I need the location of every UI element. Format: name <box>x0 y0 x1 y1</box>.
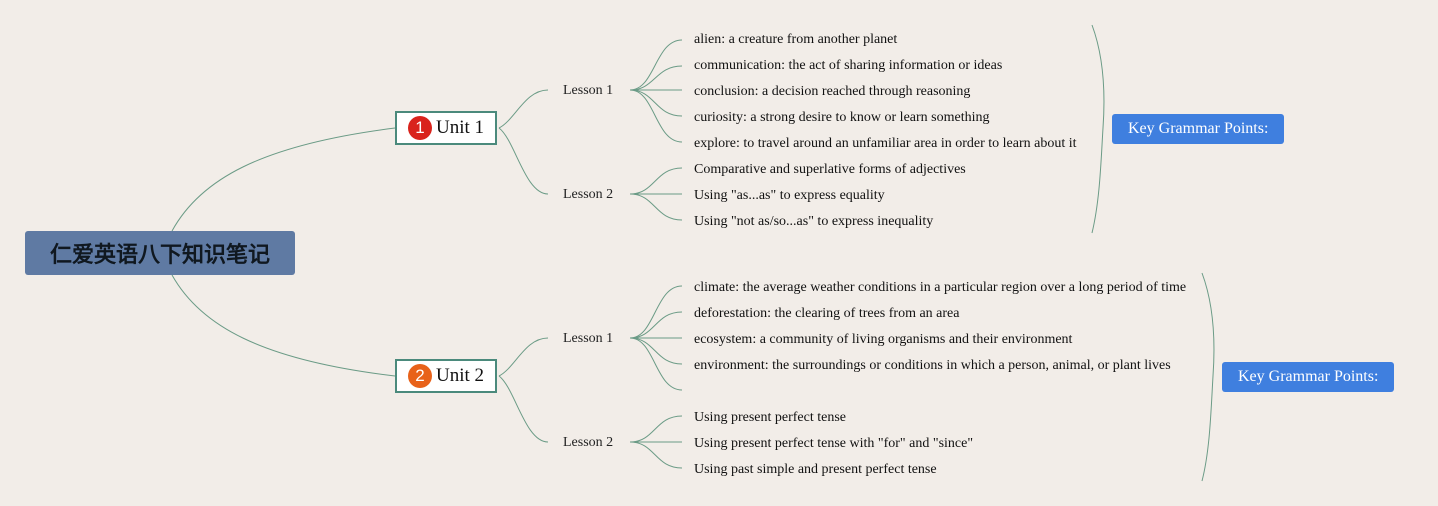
grammar-item[interactable]: Using "as...as" to express equality <box>694 188 885 203</box>
vocab-item[interactable]: ecosystem: a community of living organis… <box>694 332 1073 347</box>
unit-2-lesson-1[interactable]: Lesson 1 <box>563 331 614 346</box>
link-u1l1-item <box>629 89 683 143</box>
unit-1-lesson-1[interactable]: Lesson 1 <box>563 83 614 98</box>
link-u2l1-item <box>629 311 683 339</box>
link-u2l1-item <box>629 285 683 339</box>
unit-1-lesson-2[interactable]: Lesson 2 <box>563 187 614 202</box>
unit-2-summary[interactable]: Key Grammar Points: <box>1222 362 1395 392</box>
grammar-item[interactable]: Using present perfect tense <box>694 410 846 425</box>
vocab-item[interactable]: alien: a creature from another planet <box>694 32 898 47</box>
priority-1-icon: 1 <box>407 116 432 140</box>
root-title: 仁爱英语八下知识笔记 <box>49 243 270 268</box>
grammar-item[interactable]: Using past simple and present perfect te… <box>694 462 937 477</box>
vocab-item[interactable]: environment: the surroundings or conditi… <box>694 358 1171 373</box>
link-u1l2-item <box>629 193 683 221</box>
link-unit1-lesson1 <box>498 89 549 129</box>
vocab-item[interactable]: conclusion: a decision reached through r… <box>694 84 971 99</box>
unit-2-lesson-2[interactable]: Lesson 2 <box>563 435 614 450</box>
link-u1l1-item <box>629 39 683 91</box>
unit-2-node[interactable]: 2 Unit 2 <box>395 359 497 393</box>
unit-label: Unit 2 <box>435 365 485 386</box>
link-root-unit1 <box>171 127 396 232</box>
unit-1-summary[interactable]: Key Grammar Points: <box>1112 114 1285 144</box>
link-u2l1-item <box>629 337 683 391</box>
vocab-item[interactable]: explore: to travel around an unfamiliar … <box>694 136 1077 151</box>
grammar-item[interactable]: Using present perfect tense with "for" a… <box>694 436 974 451</box>
summary-brace-unit1 <box>1091 24 1105 234</box>
link-unit1-lesson2 <box>498 127 549 195</box>
vocab-item[interactable]: curiosity: a strong desire to know or le… <box>694 110 990 125</box>
priority-2-icon: 2 <box>407 364 432 388</box>
vocab-item[interactable]: communication: the act of sharing inform… <box>694 58 1003 73</box>
link-u2l1-item <box>629 337 683 365</box>
link-u2l2-item <box>629 415 683 443</box>
link-unit2-lesson1 <box>498 337 549 377</box>
link-u1l2-item <box>629 167 683 195</box>
summary-brace-unit2 <box>1201 272 1215 482</box>
grammar-item[interactable]: Using "not as/so...as" to express inequa… <box>694 214 934 229</box>
vocab-item[interactable]: deforestation: the clearing of trees fro… <box>694 306 960 321</box>
root-topic[interactable]: 仁爱英语八下知识笔记 <box>25 231 295 275</box>
link-unit2-lesson2 <box>498 375 549 443</box>
vocab-item[interactable]: climate: the average weather conditions … <box>694 280 1187 295</box>
link-root-unit2 <box>171 274 396 377</box>
link-u1l1-item <box>629 65 683 91</box>
unit-label: Unit 1 <box>435 117 485 138</box>
unit-1-node[interactable]: 1 Unit 1 <box>395 111 497 145</box>
link-u1l1-item <box>629 89 683 117</box>
grammar-item[interactable]: Comparative and superlative forms of adj… <box>694 162 966 177</box>
link-u2l2-item <box>629 441 683 469</box>
